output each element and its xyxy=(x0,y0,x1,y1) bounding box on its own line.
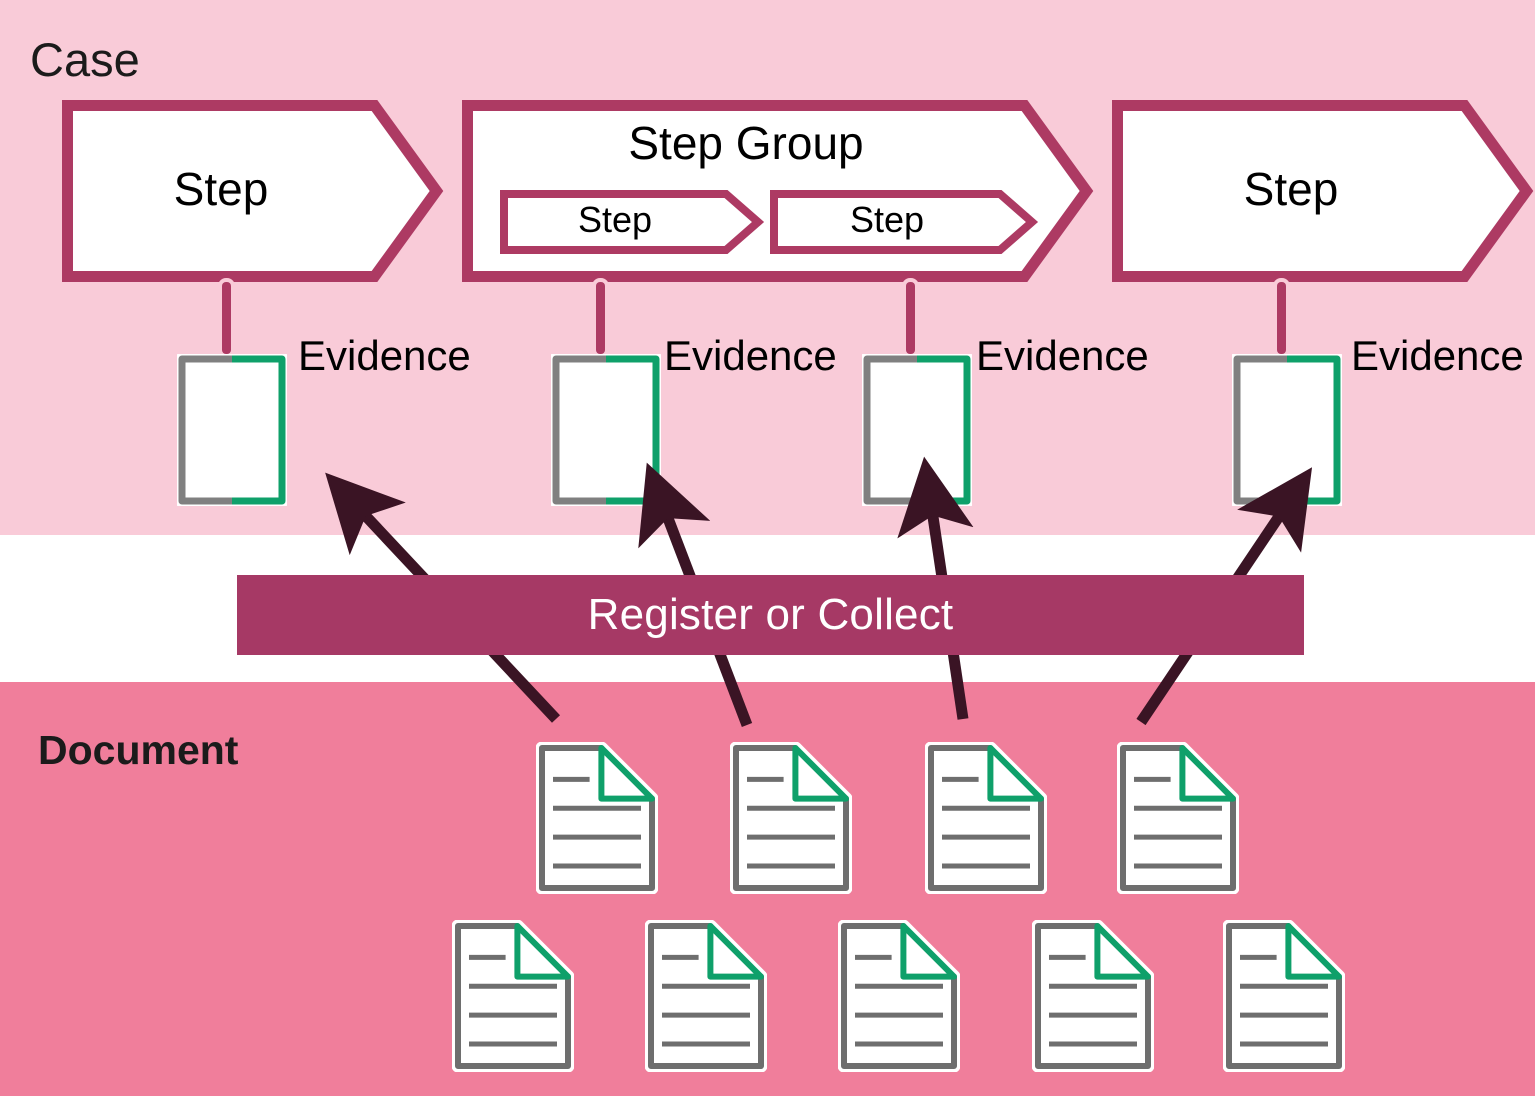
connector-evidence-1 xyxy=(222,282,231,354)
connector-evidence-2 xyxy=(596,282,605,354)
evidence-4-icon[interactable] xyxy=(1232,354,1342,506)
document-4-icon[interactable] xyxy=(1117,742,1239,894)
evidence-1-icon[interactable] xyxy=(177,354,287,506)
document-8-icon[interactable] xyxy=(1032,920,1154,1072)
evidence-2-label: Evidence xyxy=(664,332,837,379)
document-lane-label: Document xyxy=(38,727,239,773)
connector-evidence-4 xyxy=(1277,282,1286,354)
document-7-icon[interactable] xyxy=(838,920,960,1072)
document-9-icon[interactable] xyxy=(1223,920,1345,1072)
banner-label: Register or Collect xyxy=(587,590,954,639)
process-step-4[interactable] xyxy=(1112,100,1534,282)
document-5-icon[interactable] xyxy=(452,920,574,1072)
process-step-1[interactable] xyxy=(62,100,444,282)
evidence-4-label: Evidence xyxy=(1351,332,1524,379)
document-2-icon[interactable] xyxy=(730,742,852,894)
document-6-icon[interactable] xyxy=(645,920,767,1072)
case-lane-label: Case xyxy=(30,33,140,86)
connector-evidence-3 xyxy=(906,282,915,354)
document-1-icon[interactable] xyxy=(536,742,658,894)
process-step-3[interactable] xyxy=(770,190,1039,254)
process-step-2[interactable] xyxy=(500,190,765,254)
document-3-icon[interactable] xyxy=(925,742,1047,894)
evidence-2-icon[interactable] xyxy=(551,354,661,506)
evidence-3-label: Evidence xyxy=(976,332,1149,379)
evidence-1-label: Evidence xyxy=(298,332,471,379)
register-or-collect-banner[interactable]: Register or Collect xyxy=(237,575,1304,655)
evidence-3-icon[interactable] xyxy=(862,354,972,506)
